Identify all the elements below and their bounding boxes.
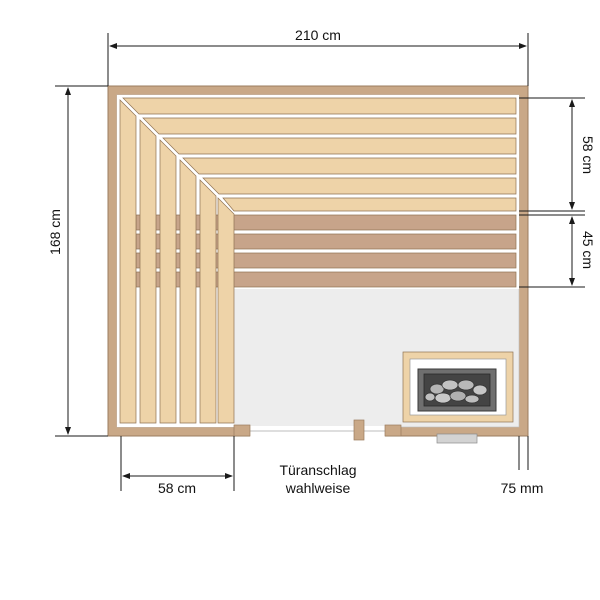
bench-slat	[122, 97, 517, 115]
door-jamb-left	[233, 424, 251, 437]
bench-slat	[199, 179, 217, 424]
bench-slat	[142, 117, 517, 135]
bench-slat	[139, 119, 157, 424]
dimension-arrows	[65, 43, 575, 479]
side-bench	[119, 99, 235, 424]
upper-bench-depth-label: 58 cm	[580, 136, 596, 174]
bench-slat	[179, 159, 197, 424]
bench-slat	[119, 99, 137, 424]
stove-vent	[436, 433, 478, 444]
door-handle	[353, 419, 365, 441]
upper-bench	[122, 97, 517, 212]
sauna-stove-icon	[417, 368, 497, 412]
height-dimension-label: 168 cm	[47, 209, 63, 255]
stove-area	[402, 351, 514, 423]
side-bench-width-label: 58 cm	[158, 480, 196, 496]
wall-thickness-label: 75 mm	[501, 480, 544, 496]
bench-slat	[202, 177, 517, 195]
bench-slat	[162, 137, 517, 155]
bench-slat	[217, 197, 235, 424]
door-jamb-right	[384, 424, 402, 437]
door-note-line1: Türanschlag	[279, 462, 356, 478]
door-note-line2: wahlweise	[285, 480, 351, 496]
bench-slat	[182, 157, 517, 175]
bench-slat	[222, 197, 517, 212]
bench-slat	[159, 139, 177, 424]
width-dimension-label: 210 cm	[295, 27, 341, 43]
lower-bench-depth-label: 45 cm	[580, 231, 596, 269]
dimension-lines	[55, 33, 585, 491]
